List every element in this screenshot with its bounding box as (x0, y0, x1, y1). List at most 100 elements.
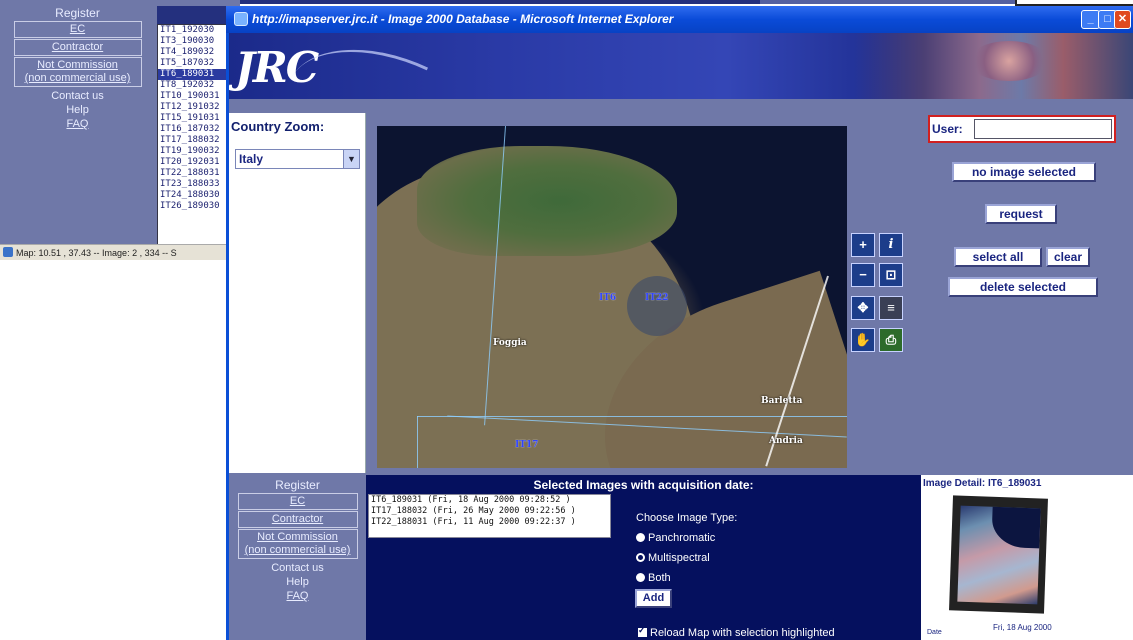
nav-help-link[interactable]: Help (286, 576, 309, 588)
bg-nav-not-commission-text: Not Commission (37, 59, 118, 71)
nav-faq-link[interactable]: FAQ (286, 590, 309, 602)
reload-label: Reload Map with selection highlighted (650, 627, 835, 639)
list-item[interactable]: IT5_187032 (160, 58, 215, 68)
pan-icon[interactable]: ✥ (851, 296, 875, 320)
bg-nav-faq-link[interactable]: FAQ (66, 118, 89, 130)
list-item[interactable]: IT22_188031 (160, 168, 220, 178)
map-label-it22[interactable]: IT22 (645, 293, 669, 303)
chevron-down-icon[interactable]: ▼ (343, 150, 359, 168)
request-button[interactable]: request (985, 204, 1057, 224)
delete-selected-button[interactable]: delete selected (948, 277, 1098, 297)
nav-not-commission-link[interactable]: Not Commission (non commercial use) (237, 529, 358, 559)
map-gulf (627, 276, 687, 336)
map-label-barletta: Barletta (761, 396, 803, 406)
select-all-button[interactable]: select all (954, 247, 1042, 267)
image-detail-label: Image Detail: IT6_189031 (923, 478, 1042, 489)
bg-nav-ec-link[interactable]: EC (13, 21, 142, 38)
bg-nav-help-link[interactable]: Help (66, 104, 89, 116)
ie-icon (234, 12, 248, 26)
image-detail-panel: Image Detail: IT6_189031 Date Fri, 18 Au… (921, 475, 1133, 640)
image-detail-thumbnail[interactable] (949, 495, 1048, 614)
right-panel: User: no image selected request select a… (922, 113, 1117, 473)
image-type-label: Choose Image Type: (636, 512, 738, 524)
radio-icon[interactable] (636, 573, 645, 582)
list-item[interactable]: IT15_191031 (160, 113, 220, 123)
list-item[interactable]: IT12_191032 (160, 102, 220, 112)
list-item[interactable]: IT22_188031 (Fri, 11 Aug 2000 09:22:37 ) (371, 517, 576, 527)
list-item[interactable]: IT10_190031 (160, 91, 220, 101)
list-item[interactable]: IT17_188032 (160, 135, 220, 145)
background-window: Register EC Contractor Not Commission (n… (0, 0, 240, 260)
ie-window: http://imapserver.jrc.it - Image 2000 Da… (226, 6, 1133, 640)
user-input[interactable] (974, 119, 1112, 139)
radio-multispectral[interactable]: Multispectral (636, 552, 710, 564)
bg-nav-contractor-link[interactable]: Contractor (13, 39, 142, 56)
list-item[interactable]: IT17_188032 (Fri, 26 May 2000 09:22:56 ) (371, 506, 576, 516)
nav-ec-link[interactable]: EC (237, 493, 358, 510)
select-box-icon[interactable]: ⊡ (879, 263, 903, 287)
footprint-line (417, 416, 418, 468)
checkbox-checked-icon[interactable] (638, 625, 647, 637)
radio-panchromatic-label: Panchromatic (648, 532, 716, 544)
bg-nav-not-commission-link[interactable]: Not Commission (non commercial use) (13, 57, 142, 87)
date-label: Date (927, 629, 942, 636)
bg-nav-contact-text: Contact us (51, 90, 104, 102)
map-label-it17[interactable]: IT17 (515, 440, 539, 450)
no-image-selected-button[interactable]: no image selected (952, 162, 1096, 182)
bg-status-text: Map: 10.51 , 37.43 -- Image: 2 , 334 -- … (16, 248, 177, 258)
print-icon[interactable]: ⎙ (879, 328, 903, 352)
list-item[interactable]: IT24_188030 (160, 190, 220, 200)
radio-icon[interactable] (636, 533, 645, 542)
top-right-frame (1015, 0, 1133, 6)
map-toolbar: + i − ⊡ ✥ ≡ ✋ ⎙ (851, 233, 913, 353)
clear-button[interactable]: clear (1046, 247, 1090, 267)
list-item[interactable]: IT1_192030 (160, 25, 215, 35)
list-item[interactable]: IT4_189032 (160, 47, 215, 57)
reload-checkbox-row[interactable]: Reload Map with selection highlighted (638, 625, 835, 639)
list-item[interactable]: IT26_189030 (160, 201, 220, 211)
list-item[interactable]: IT8_192032 (160, 80, 215, 90)
country-select[interactable]: Italy ▼ (235, 149, 360, 169)
map-label-it6[interactable]: IT6 (599, 293, 617, 303)
hand-icon[interactable]: ✋ (851, 328, 875, 352)
jrc-logo: JRC (235, 43, 319, 92)
bottom-nav-box: Register EC Contractor Not Commission (n… (237, 478, 358, 603)
add-button[interactable]: Add (635, 589, 672, 608)
bg-status-bar: Map: 10.51 , 37.43 -- Image: 2 , 334 -- … (0, 244, 240, 260)
list-item[interactable]: IT6_189031 (158, 69, 228, 80)
radio-panchromatic[interactable]: Panchromatic (636, 532, 715, 544)
list-item[interactable]: IT20_192031 (160, 157, 220, 167)
user-box: User: (928, 115, 1116, 143)
country-select-value: Italy (239, 152, 264, 166)
list-item[interactable]: IT3_190030 (160, 36, 215, 46)
satellite-map[interactable]: Foggia IT6 IT22 Barletta Andria IT17 (377, 126, 847, 468)
bottom-nav: Register EC Contractor Not Commission (n… (229, 475, 366, 640)
zoom-out-icon[interactable]: − (851, 263, 875, 287)
zoom-in-icon[interactable]: + (851, 233, 875, 257)
page-content: JRC Country Zoom: Italy ▼ (229, 33, 1133, 640)
ie-status-icon (3, 247, 13, 257)
background-nav-box: Register EC Contractor Not Commission (n… (13, 6, 142, 131)
radio-both[interactable]: Both (636, 572, 671, 584)
list-icon[interactable]: ≡ (879, 296, 903, 320)
maximize-icon: □ (1104, 13, 1111, 25)
info-icon[interactable]: i (879, 233, 903, 257)
title-bar[interactable]: http://imapserver.jrc.it - Image 2000 Da… (226, 6, 1133, 33)
close-button[interactable]: ✕ (1114, 10, 1131, 29)
nav-non-commercial-text: (non commercial use) (244, 544, 351, 556)
bg-nav-register-heading: Register (55, 6, 100, 20)
list-item[interactable]: IT6_189031 (Fri, 18 Aug 2000 09:28:52 ) (371, 495, 571, 505)
footprint-line (417, 416, 847, 417)
selected-images-title: Selected Images with acquisition date: (533, 478, 754, 492)
user-label: User: (932, 122, 963, 136)
selected-images-list[interactable]: IT6_189031 (Fri, 18 Aug 2000 09:28:52 ) … (368, 494, 611, 538)
nav-contractor-link[interactable]: Contractor (237, 511, 358, 528)
list-item[interactable]: IT19_190032 (160, 146, 220, 156)
map-label-foggia: Foggia (493, 338, 527, 348)
list-item[interactable]: IT23_188033 (160, 179, 220, 189)
country-zoom-panel: Country Zoom: Italy ▼ (229, 113, 366, 473)
list-item[interactable]: IT16_187032 (160, 124, 220, 134)
radio-checked-icon[interactable] (636, 553, 645, 562)
